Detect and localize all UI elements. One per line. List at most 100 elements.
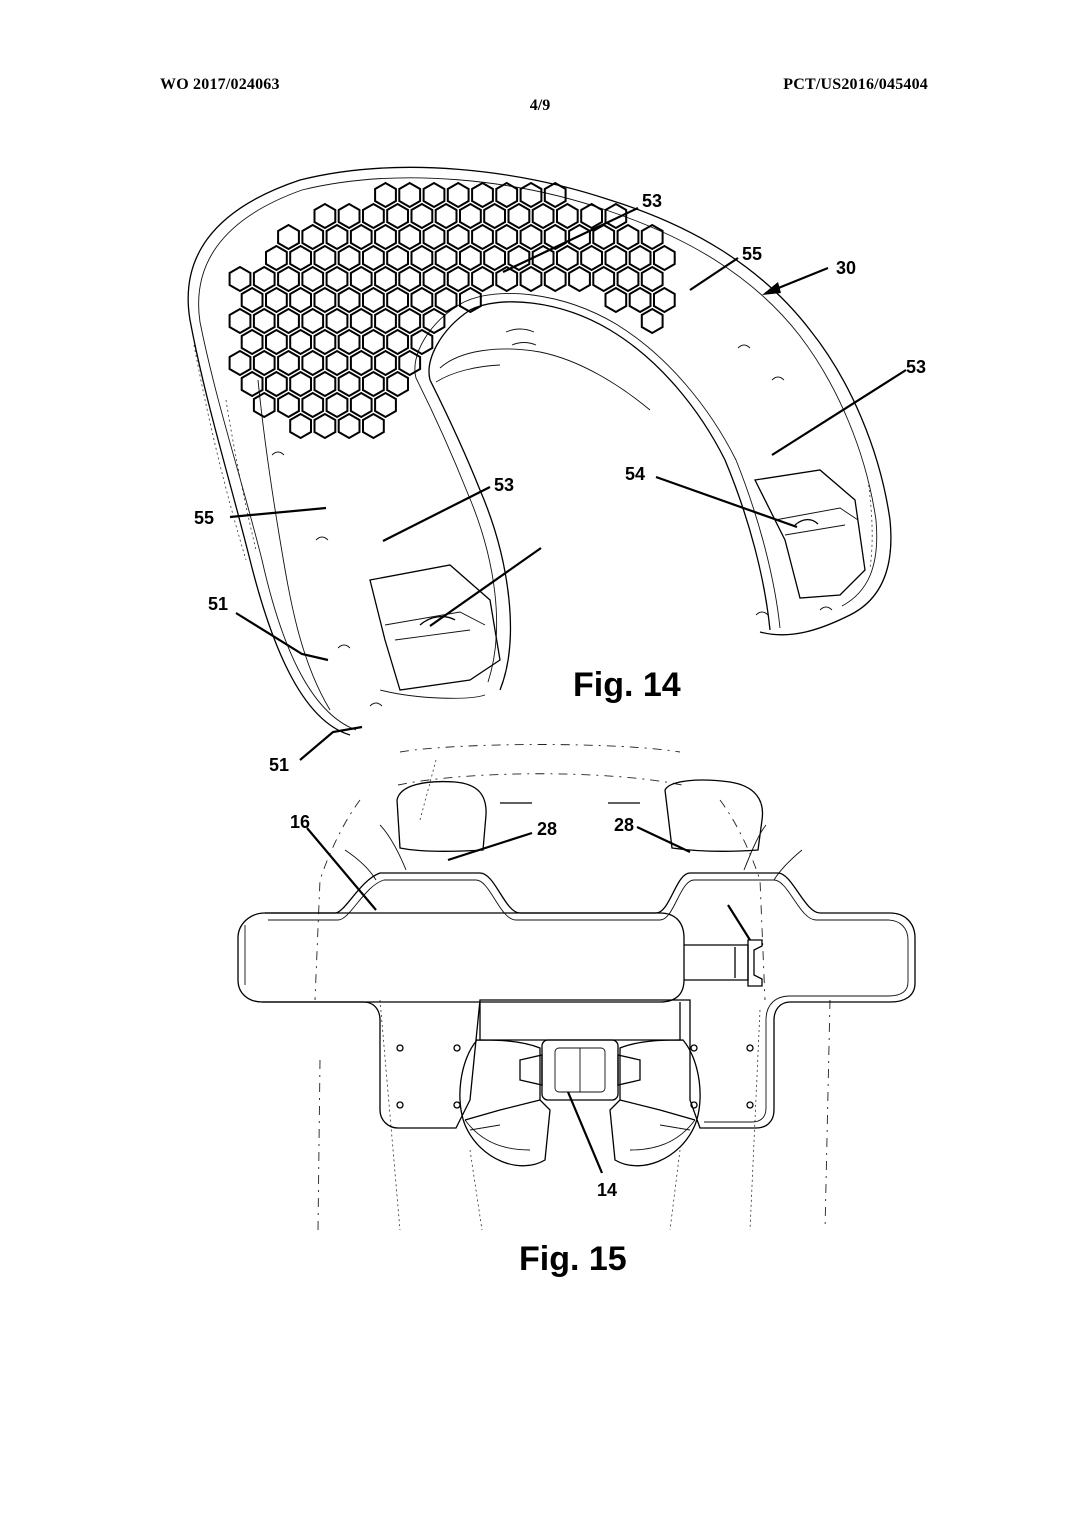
honeycomb-cell (265, 286, 288, 314)
honeycomb-cell (640, 307, 664, 335)
honeycomb-cell (422, 223, 446, 251)
honeycomb-cell (265, 244, 288, 272)
honeycomb-cell (325, 349, 349, 377)
honeycomb-cell (519, 181, 543, 209)
honeycomb-cell (556, 202, 579, 230)
honeycomb-cell (628, 286, 652, 314)
honeycomb-cell (362, 286, 385, 314)
ref-51-upper: 51 (208, 594, 228, 614)
honeycomb-cell (422, 265, 446, 293)
honeycomb-cell (398, 181, 422, 209)
honeycomb-cell (386, 328, 409, 356)
honeycomb-cell (313, 328, 337, 356)
honeycomb-cell (337, 412, 361, 440)
honeycomb-cell (653, 286, 676, 314)
honeycomb-cell (228, 307, 252, 335)
honeycomb-cell (398, 265, 422, 293)
honeycomb-cell (640, 265, 664, 293)
honeycomb-cell (337, 328, 361, 356)
honeycomb-cell (325, 265, 349, 293)
honeycomb-cell (337, 244, 361, 272)
honeycomb-mesh-panel (228, 181, 676, 440)
honeycomb-cell (531, 202, 555, 230)
honeycomb-cell (386, 202, 409, 230)
honeycomb-cell (277, 307, 300, 335)
honeycomb-cell (313, 244, 337, 272)
honeycomb-cell (301, 265, 325, 293)
honeycomb-cell (265, 370, 288, 398)
figure-15-leader-lines (306, 826, 691, 1174)
honeycomb-cell (410, 286, 434, 314)
honeycomb-cell (459, 244, 482, 272)
honeycomb-cell (507, 202, 531, 230)
honeycomb-cell (483, 244, 506, 272)
honeycomb-cell (495, 265, 519, 293)
honeycomb-cell (240, 328, 264, 356)
honeycomb-cell (386, 370, 409, 398)
honeycomb-cell (374, 181, 397, 209)
honeycomb-cell (313, 202, 337, 230)
honeycomb-cell (252, 349, 276, 377)
honeycomb-cell (325, 223, 349, 251)
ref-16: 16 (290, 812, 310, 832)
ref-55-right: 55 (742, 244, 762, 264)
honeycomb-cell (277, 265, 300, 293)
honeycomb-cell (362, 328, 385, 356)
honeycomb-cell (362, 370, 385, 398)
honeycomb-cell (252, 391, 276, 419)
honeycomb-cell (289, 412, 312, 440)
honeycomb-cell (277, 391, 300, 419)
ref-30: 30 (836, 258, 856, 278)
honeycomb-cell (325, 307, 349, 335)
honeycomb-cell (483, 202, 506, 230)
honeycomb-cell (398, 223, 422, 251)
honeycomb-cell (277, 349, 300, 377)
honeycomb-cell (301, 223, 325, 251)
honeycomb-cell (349, 349, 373, 377)
honeycomb-cell (289, 370, 312, 398)
honeycomb-cell (289, 328, 312, 356)
honeycomb-cell (349, 307, 373, 335)
honeycomb-cell (301, 391, 325, 419)
honeycomb-cell (543, 223, 567, 251)
figure-15-caption: Fig. 15 (519, 1240, 627, 1278)
honeycomb-cell (519, 265, 543, 293)
honeycomb-cell (313, 286, 337, 314)
honeycomb-cell (301, 307, 325, 335)
honeycomb-cell (410, 328, 434, 356)
honeycomb-cell (313, 370, 337, 398)
honeycomb-cell (543, 265, 567, 293)
honeycomb-cell (543, 181, 567, 209)
honeycomb-cell (398, 307, 422, 335)
honeycomb-cell (604, 286, 628, 314)
honeycomb-cell (434, 202, 458, 230)
figure-14-leader-lines (229, 207, 907, 761)
honeycomb-cell (362, 202, 385, 230)
honeycomb-cell (386, 286, 409, 314)
honeycomb-cell (507, 244, 531, 272)
honeycomb-cell (495, 181, 519, 209)
honeycomb-cell (556, 244, 579, 272)
honeycomb-cell (580, 202, 603, 230)
honeycomb-cell (568, 265, 591, 293)
honeycomb-cell (374, 223, 397, 251)
sheet-number: 4/9 (529, 97, 551, 114)
honeycomb-cell (228, 349, 252, 377)
honeycomb-cell (374, 391, 397, 419)
honeycomb-cell (640, 223, 664, 251)
honeycomb-cell (422, 307, 446, 335)
honeycomb-cell (616, 265, 640, 293)
honeycomb-cell (604, 202, 628, 230)
honeycomb-cell (568, 223, 591, 251)
application-number: PCT/US2016/045404 (783, 76, 928, 93)
honeycomb-cell (446, 181, 470, 209)
honeycomb-cell (531, 244, 555, 272)
honeycomb-cell (277, 223, 300, 251)
figure-14-caption: Fig. 14 (573, 666, 681, 704)
honeycomb-cell (459, 286, 482, 314)
honeycomb-cell (313, 412, 337, 440)
honeycomb-cell (228, 265, 252, 293)
ref-28-left: 28 (537, 819, 557, 839)
honeycomb-cell (446, 265, 470, 293)
